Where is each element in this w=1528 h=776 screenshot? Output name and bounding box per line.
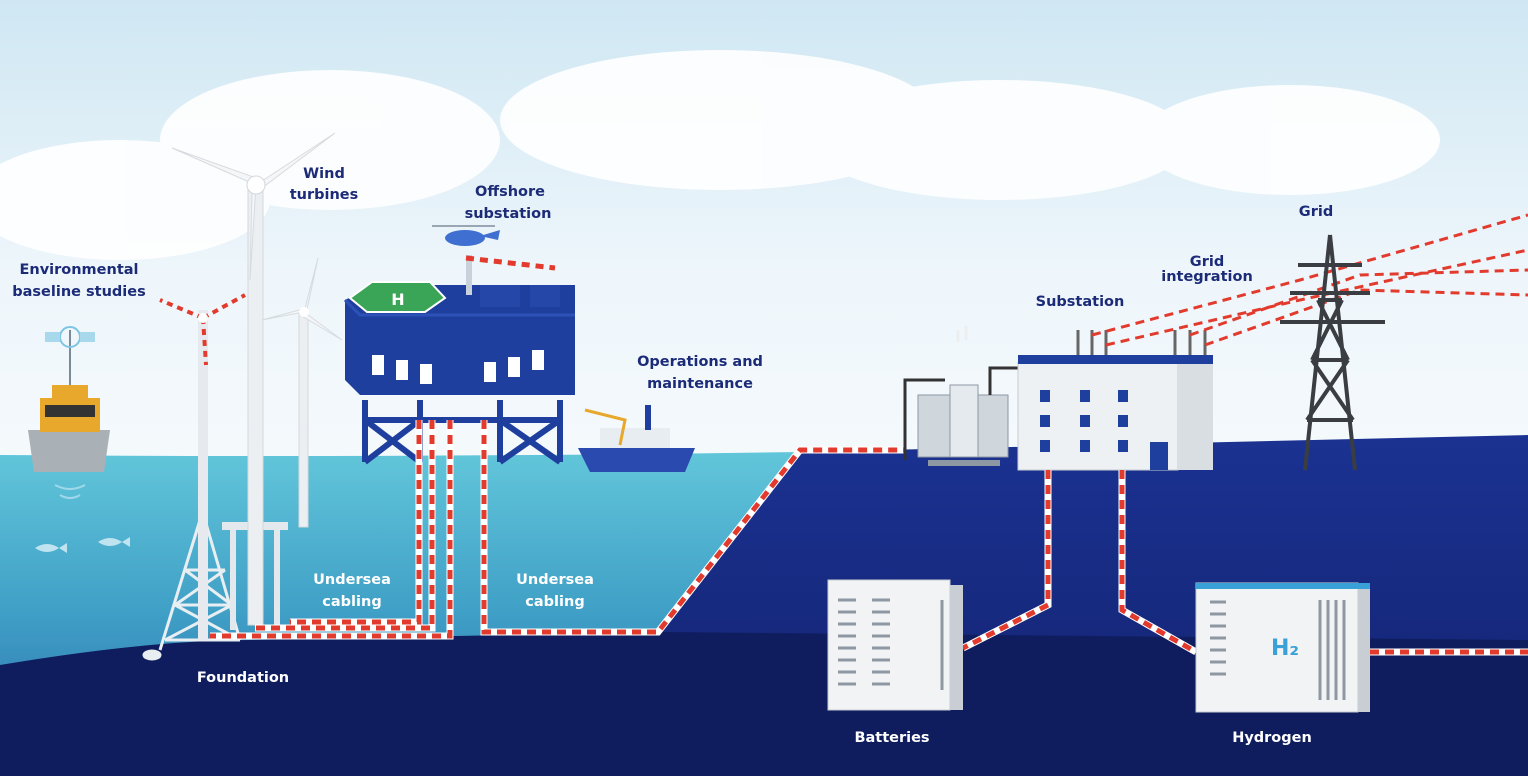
label-hydrogen: Hydrogen: [1232, 730, 1312, 746]
helicopter-icon: [432, 225, 500, 246]
transformer-icon: [903, 326, 1018, 466]
h2-sign: H₂: [1271, 636, 1299, 661]
label-offshore-substation-line2: substation: [465, 206, 552, 222]
wind-turbine-icon: [159, 293, 246, 640]
label-offshore-substation-line1: Offshore: [475, 184, 545, 200]
label-wind-turbines-line2: turbines: [290, 187, 359, 203]
label-undersea-cabling-2-line2: cabling: [525, 594, 584, 610]
label-operations-line1: Operations and: [637, 354, 763, 370]
offshore-platform-icon: H: [343, 255, 575, 465]
label-substation: Substation: [1036, 294, 1125, 310]
storage-cables: [961, 470, 1528, 656]
label-foundation: Foundation: [197, 670, 289, 686]
transmission-pylon-icon: [1280, 234, 1385, 471]
battery-storage-icon: [827, 579, 963, 711]
wind-turbine-icon: [261, 257, 343, 528]
svg-text:H: H: [391, 290, 404, 309]
label-undersea-cabling-1-line2: cabling: [322, 594, 381, 610]
label-grid-integration-line1: Grid: [1190, 254, 1224, 270]
label-undersea-cabling-2-line1: Undersea: [516, 572, 594, 588]
label-batteries: Batteries: [854, 730, 929, 746]
label-operations-line2: maintenance: [647, 376, 753, 392]
label-environmental-line1: Environmental: [19, 262, 138, 278]
clouds: [0, 50, 1440, 260]
label-grid: Grid: [1299, 204, 1333, 220]
label-grid-integration-line2: integration: [1161, 269, 1253, 285]
undersea-cables: [210, 420, 905, 640]
label-wind-turbines-line1: Wind: [303, 166, 345, 182]
label-environmental-line2: baseline studies: [12, 284, 145, 300]
grid-power-lines: [1091, 213, 1528, 347]
hydrogen-electrolyser-icon: H₂: [1195, 582, 1370, 713]
maintenance-vessel-icon: [578, 405, 695, 472]
fish-icon: [35, 537, 130, 553]
label-undersea-cabling-1-line1: Undersea: [313, 572, 391, 588]
survey-ship-icon: [28, 326, 110, 499]
seabed: [0, 632, 1528, 776]
